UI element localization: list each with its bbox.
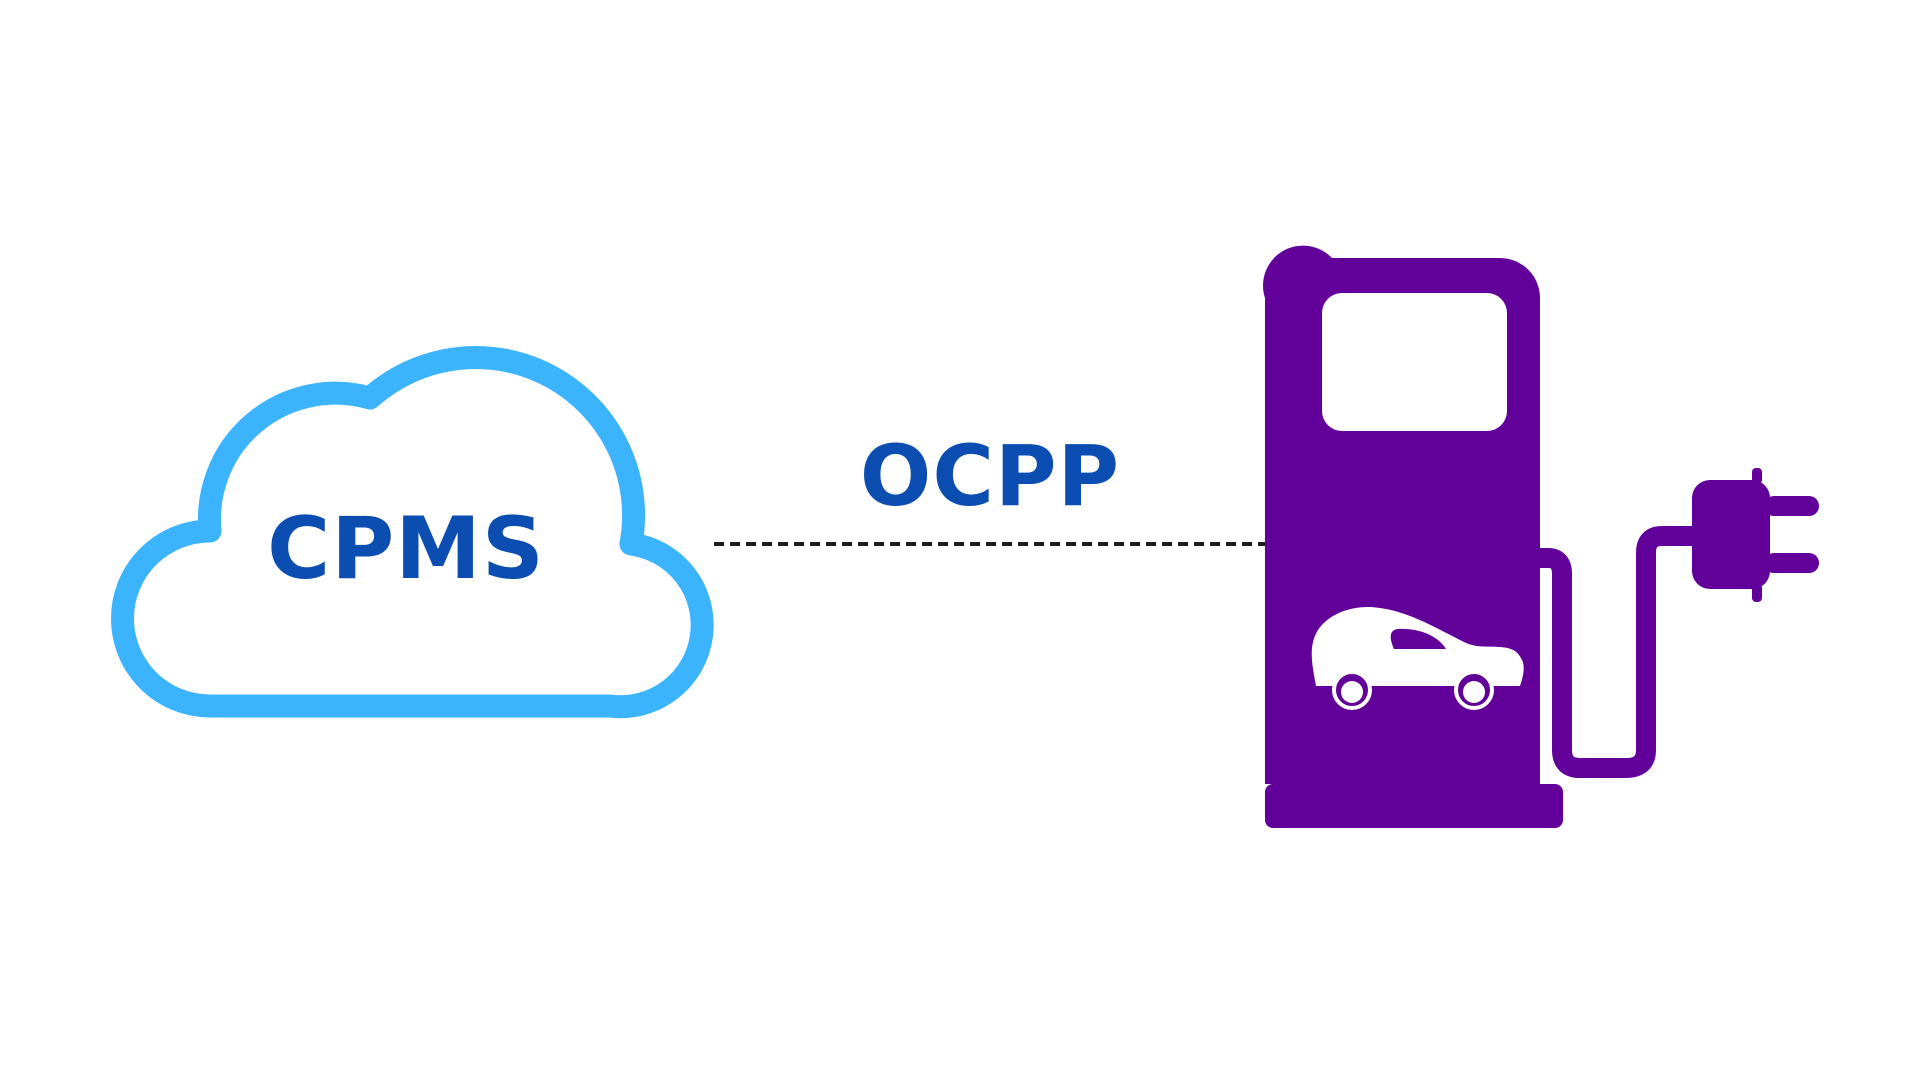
connection-label: OCPP (860, 427, 1120, 525)
plug-bottom-tab (1752, 584, 1762, 602)
charging-cable (1530, 526, 1710, 778)
cloud-icon: CPMS (111, 346, 714, 719)
plug-prong-top (1764, 496, 1819, 516)
cloud-label: CPMS (267, 499, 545, 599)
plug-prong-bottom (1764, 553, 1819, 573)
charging-station-screen (1322, 293, 1507, 431)
plug-body (1692, 480, 1770, 589)
charging-station-icon (1263, 245, 1819, 828)
car-window (1390, 628, 1446, 649)
car-icon (1311, 606, 1524, 710)
plug-icon (1692, 468, 1819, 602)
plug-top-tab (1752, 468, 1762, 484)
car-wheel-rear-hub (1463, 681, 1485, 703)
cloud-outline (111, 346, 714, 719)
charging-station-base (1265, 784, 1563, 828)
car-wheel-front-hub (1341, 681, 1363, 703)
